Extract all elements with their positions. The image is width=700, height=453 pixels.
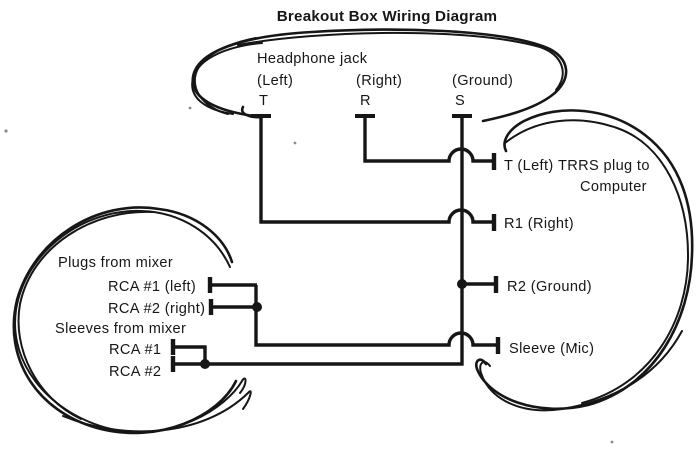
mixer-plug-rca2-label: RCA #2 (right) [108,301,205,317]
trrs-r2-label: R2 (Ground) [507,279,592,295]
trrs-caption-line1: TRRS plug to [558,158,650,174]
headphone-r-code: R [360,93,371,109]
trrs-caption-line2: Computer [580,179,647,195]
speck [188,106,192,110]
headphone-t-code: T [259,93,268,109]
junction-dot-plugs [252,302,262,312]
scribble-circle-headphone [191,28,568,123]
headphone-jack-heading: Headphone jack [257,51,368,67]
scribble-stroke [194,37,257,115]
scribble-stroke [504,119,690,404]
mixer-plugs-heading: Plugs from mixer [58,255,173,271]
scribble-stroke [237,31,564,91]
junction-dot-ground [457,279,467,289]
wire-headphone-t-to-trrs-r1 [259,116,493,224]
trrs-t-label: T (Left) [504,158,554,174]
headphone-left-label: (Left) [257,73,293,89]
scan-specks [4,106,614,444]
scribble-stroke [17,210,154,420]
scribble-circle-trrs [475,109,694,412]
wire-rca1-sleeve-lead [175,345,207,364]
speck [293,141,297,145]
headphone-right-label: (Right) [356,73,402,89]
headphone-s-code: S [455,93,465,109]
mixer-plug-rca1-label: RCA #1 (left) [108,279,196,295]
headphone-ground-label: (Ground) [452,73,513,89]
scribble-stroke [475,109,694,410]
scribble-stroke [479,330,683,412]
mixer-sleeve-rca1-label: RCA #1 [109,342,161,358]
trrs-r1-label: R1 (Right) [504,216,574,232]
trrs-sleeve-label: Sleeve (Mic) [509,341,594,357]
speck [574,343,578,347]
wires [170,114,501,372]
speck [610,440,614,444]
scribble-circle-mixer [12,206,252,435]
wire-headphone-r-to-trrs-t [363,116,493,163]
wire-ground-bus [175,116,464,366]
diagram-title: Breakout Box Wiring Diagram [277,8,497,25]
wire-plugs-to-trrs-sleeve [254,285,497,347]
mixer-sleeves-heading: Sleeves from mixer [55,321,186,337]
scribble-stroke [191,28,568,123]
scribble-stroke [62,390,252,433]
junction-dot-sleeves [200,359,210,369]
mixer-sleeve-rca2-label: RCA #2 [109,364,161,380]
speck [4,129,8,133]
scribble-stroke [191,42,263,115]
